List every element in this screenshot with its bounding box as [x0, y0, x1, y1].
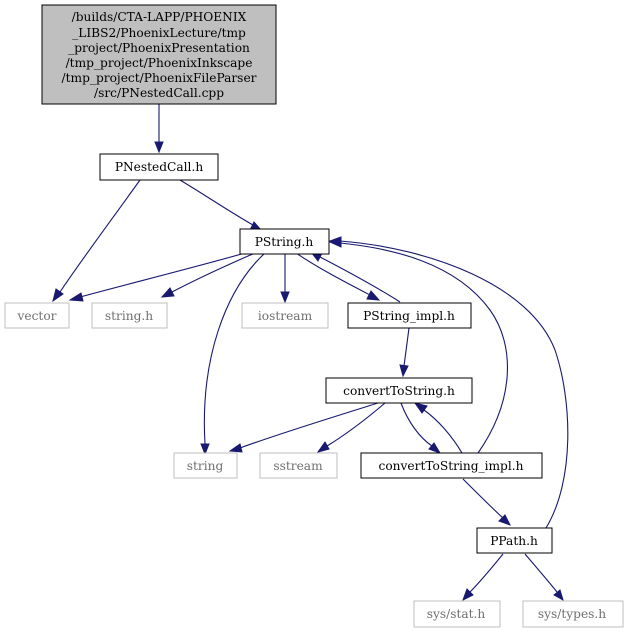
edge-converttostring-to-sstream — [326, 402, 386, 447]
node-label: PString.h — [255, 235, 314, 249]
root-node-line: _LIBS2/PhoenixLecture/tmp — [72, 26, 246, 40]
node-box — [4, 302, 70, 329]
edge-pstringimpl-to-converttostring — [403, 327, 410, 367]
node-box — [241, 302, 329, 329]
node-sys-types-h: sys/types.h — [522, 600, 624, 628]
node-label: sstream — [273, 459, 323, 473]
edge-pnestedcall-to-pstring — [179, 179, 254, 226]
edge-pstring-to-string — [203, 252, 266, 445]
node-label: PString_impl.h — [363, 309, 455, 323]
edge-impl-to-ppath — [462, 478, 504, 519]
node-label: string — [187, 459, 224, 473]
root-node-line: /builds/CTA-LAPP/PHOENIX — [72, 10, 247, 24]
node-label: convertToString_impl.h — [379, 459, 524, 473]
arrowhead — [316, 441, 330, 453]
node-string: string — [173, 452, 238, 479]
arrowhead — [553, 589, 564, 602]
node-vector: vector — [4, 302, 70, 329]
node-label: string.h — [105, 309, 153, 323]
arrowhead — [52, 288, 64, 303]
node-pstring-h[interactable]: PString.h — [239, 228, 330, 255]
arrowhead — [399, 364, 409, 378]
node-converttostring-impl-h[interactable]: convertToString_impl.h — [360, 452, 543, 479]
arrowhead — [428, 442, 442, 454]
root-node-line: /tmp_project/PhoenixInkscape — [66, 56, 253, 70]
node-box — [173, 452, 238, 479]
edges — [52, 104, 569, 602]
root-node-line: /tmp_project/PhoenixFileParser — [62, 71, 257, 85]
node-box — [239, 228, 330, 255]
arrowhead — [498, 514, 512, 526]
root-node-line: /src/PNestedCall.cpp — [94, 86, 224, 100]
node-root-source-file[interactable]: /builds/CTA-LAPP/PHOENIX _LIBS2/PhoenixL… — [41, 4, 277, 105]
arrowhead — [154, 141, 164, 154]
node-sys-stat-h: sys/stat.h — [413, 600, 501, 628]
node-string-h: string.h — [91, 302, 168, 329]
edge-pstringimpl-to-pstring — [319, 256, 401, 303]
edge-converttostring-to-impl — [400, 402, 433, 447]
edge-ppath-to-systypes — [524, 553, 558, 593]
node-box — [325, 377, 473, 404]
node-box — [99, 153, 219, 181]
node-pnestedcall-h[interactable]: PNestedCall.h — [99, 153, 219, 181]
node-label: iostream — [258, 309, 313, 323]
arrowhead — [462, 588, 474, 602]
arrowhead — [366, 290, 381, 301]
edge-ppath-to-pstring — [339, 240, 569, 529]
node-pstring-impl-h[interactable]: PString_impl.h — [347, 302, 472, 329]
edge-impl-to-pstring — [339, 242, 509, 454]
edge-ppath-to-sysstat — [469, 553, 504, 593]
node-label: convertToString.h — [343, 384, 455, 398]
edge-pstring-to-pstringimpl — [295, 252, 371, 296]
arrowhead — [68, 292, 84, 302]
node-iostream: iostream — [241, 302, 329, 329]
node-box — [91, 302, 168, 329]
edge-impl-to-converttostring — [423, 409, 463, 454]
node-box — [522, 600, 624, 628]
node-label: sys/types.h — [538, 607, 606, 621]
arrowhead — [328, 236, 342, 246]
node-label: PPath.h — [490, 534, 538, 548]
node-box — [476, 527, 553, 554]
arrowhead — [228, 443, 243, 453]
node-box — [360, 452, 543, 479]
arrowhead — [280, 291, 290, 304]
arrowhead — [160, 287, 175, 298]
node-converttostring-h[interactable]: convertToString.h — [325, 377, 473, 404]
edge-pstring-to-vector — [79, 252, 246, 298]
node-sstream: sstream — [259, 452, 338, 479]
node-label: vector — [17, 309, 57, 323]
node-ppath-h[interactable]: PPath.h — [476, 527, 553, 554]
node-label: PNestedCall.h — [115, 160, 204, 174]
root-node-line: _project/PhoenixPresentation — [68, 41, 250, 55]
node-box — [347, 302, 472, 329]
edge-converttostring-to-string — [239, 402, 379, 449]
node-label: sys/stat.h — [427, 607, 486, 621]
arrowhead — [413, 402, 428, 414]
arrowhead — [200, 443, 210, 456]
root-node-box — [41, 4, 277, 105]
node-box — [259, 452, 338, 479]
node-box — [413, 600, 501, 628]
edge-pnestedcall-to-vector — [59, 179, 141, 293]
edge-pstring-to-stringh — [171, 252, 256, 293]
